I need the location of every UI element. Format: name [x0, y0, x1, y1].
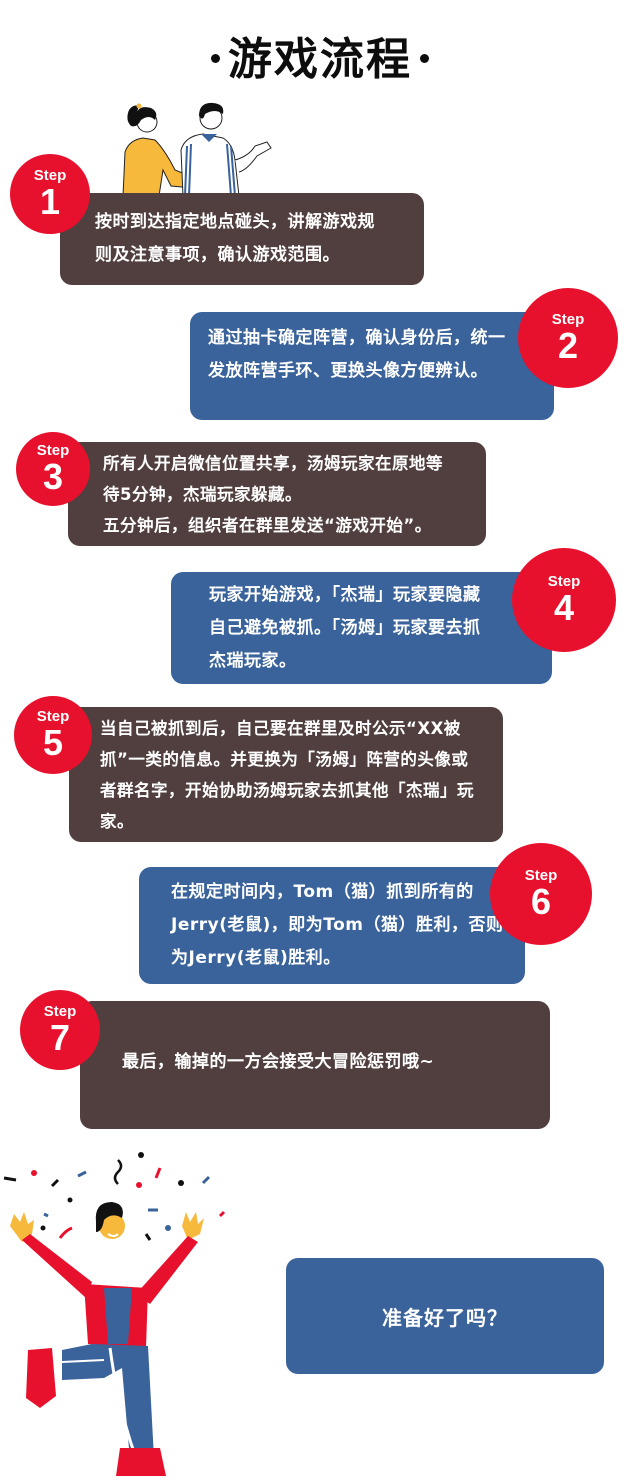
- step-1-card: 按时到达指定地点碰头，讲解游戏规 则及注意事项，确认游戏范围。: [60, 193, 424, 285]
- step-1-text-line: 则及注意事项，确认游戏范围。: [95, 245, 340, 265]
- step-3-text-line: 待5分钟，杰瑞玩家躲藏。: [103, 484, 302, 504]
- step-2-text-line: 通过抽卡确定阵营，确认身份后，统一: [208, 328, 506, 348]
- step-label: Step: [547, 573, 581, 590]
- step-number: 2: [557, 325, 579, 366]
- step-6-text-line: 在规定时间内，Tom（猫）抓到所有的: [171, 882, 474, 902]
- page-title: 游戏流程: [0, 30, 640, 90]
- step-number: 3: [42, 456, 64, 497]
- step-7-badge: Step 7: [20, 990, 100, 1070]
- step-6-text-line: 为Jerry(老鼠)胜利。: [171, 948, 341, 968]
- step-label: Step: [551, 311, 585, 328]
- ready-button[interactable]: 准备好了吗？: [286, 1258, 604, 1374]
- step-4-card: 玩家开始游戏，「杰瑞」玩家要隐藏 自己避免被抓。「汤姆」玩家要去抓 杰瑞玩家。: [171, 572, 552, 684]
- step-3-text-line: 所有人开启微信位置共享，汤姆玩家在原地等: [103, 453, 443, 473]
- two-people-illustration: [122, 102, 272, 196]
- step-3-card: 所有人开启微信位置共享，汤姆玩家在原地等 待5分钟，杰瑞玩家躲藏。 五分钟后，组…: [68, 442, 486, 546]
- step-2-badge: Step 2: [518, 288, 618, 388]
- step-number: 5: [42, 722, 64, 763]
- step-5-text-line: 当自己被抓到后，自己要在群里及时公示“XX被: [100, 718, 461, 738]
- step-5-card: 当自己被抓到后，自己要在群里及时公示“XX被 抓”一类的信息。并更换为「汤姆」阵…: [69, 707, 503, 842]
- step-label: Step: [524, 867, 558, 884]
- step-4-text-line: 玩家开始游戏，「杰瑞」玩家要隐藏: [209, 584, 481, 605]
- step-number: 6: [530, 881, 552, 922]
- step-2-card: 通过抽卡确定阵营，确认身份后，统一 发放阵营手环、更换头像方便辨认。: [190, 312, 554, 420]
- step-3-badge: Step 3: [16, 432, 90, 506]
- step-2-text-line: 发放阵营手环、更换头像方便辨认。: [208, 361, 488, 381]
- step-label: Step: [43, 1003, 77, 1020]
- step-label: Step: [36, 708, 70, 725]
- step-4-text-line: 杰瑞玩家。: [209, 650, 297, 671]
- celebrating-person-illustration: [3, 1152, 226, 1476]
- step-number: 7: [49, 1017, 71, 1058]
- step-7-text-line: 最后，输掉的一方会接受大冒险惩罚哦~: [122, 1051, 435, 1072]
- step-label: Step: [33, 167, 67, 184]
- step-4-badge: Step 4: [512, 548, 616, 652]
- step-6-text-line: Jerry(老鼠)，即为Tom（猫）胜利，否则: [171, 915, 504, 935]
- title-dot-left: [211, 53, 220, 63]
- title-text: 游戏流程: [228, 34, 412, 85]
- title-dot-right: [420, 53, 429, 63]
- step-1-badge: Step 1: [10, 154, 90, 234]
- step-6-card: 在规定时间内，Tom（猫）抓到所有的 Jerry(老鼠)，即为Tom（猫）胜利，…: [139, 867, 525, 984]
- step-label: Step: [36, 442, 70, 459]
- step-5-text-line: 者群名字，开始协助汤姆玩家去抓其他「杰瑞」玩: [100, 780, 474, 800]
- step-5-text-line: 抓”一类的信息。并更换为「汤姆」阵营的头像或: [100, 749, 469, 769]
- step-3-text-line: 五分钟后，组织者在群里发送“游戏开始”。: [103, 515, 432, 535]
- step-number: 4: [553, 587, 575, 628]
- step-5-badge: Step 5: [14, 696, 92, 774]
- step-5-text-line: 家。: [100, 811, 134, 831]
- step-number: 1: [39, 181, 61, 222]
- step-1-text-line: 按时到达指定地点碰头，讲解游戏规: [95, 212, 375, 232]
- step-4-text-line: 自己避免被抓。「汤姆」玩家要去抓: [209, 617, 481, 638]
- step-7-card: 最后，输掉的一方会接受大冒险惩罚哦~: [80, 1001, 550, 1129]
- step-6-badge: Step 6: [490, 843, 592, 945]
